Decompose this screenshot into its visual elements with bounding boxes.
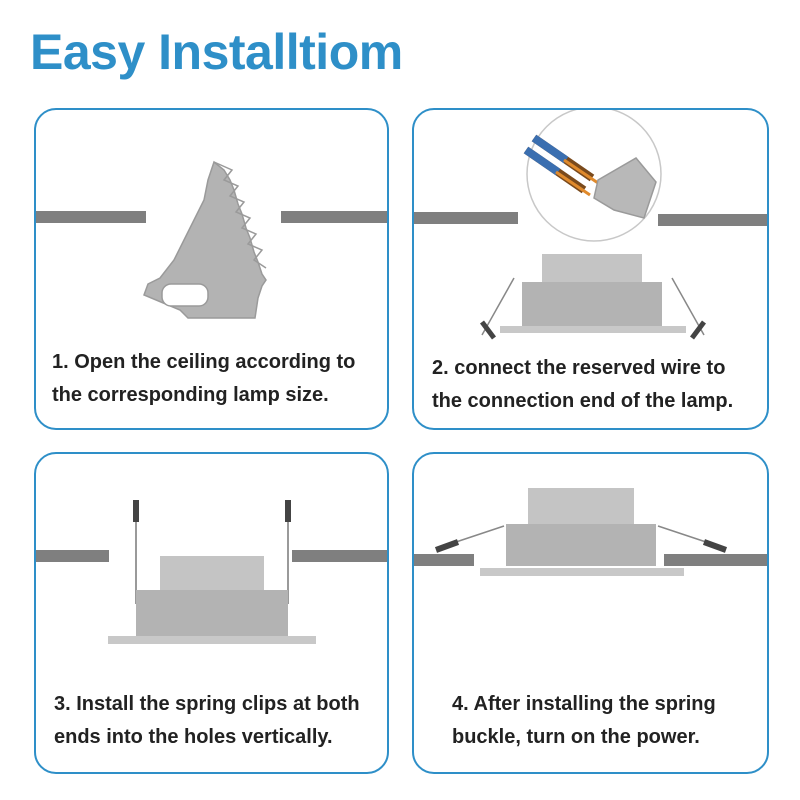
step-2-caption: 2. connect the reserved wire to the conn… bbox=[432, 352, 733, 418]
ceiling-left bbox=[36, 550, 109, 562]
ceiling-right bbox=[292, 550, 387, 562]
wire-connector-icon bbox=[523, 110, 662, 242]
lamp-body bbox=[506, 524, 656, 566]
ceiling-left bbox=[36, 211, 146, 223]
step-3-line-2: ends into the holes vertically. bbox=[54, 726, 333, 748]
saw-icon bbox=[143, 160, 267, 319]
step-4-line-1: 4. After installing the spring bbox=[452, 693, 716, 715]
ceiling-right bbox=[658, 214, 767, 226]
step-3-line-1: 3. Install the spring clips at both bbox=[54, 693, 360, 715]
step-2-panel: 2. connect the reserved wire to the conn… bbox=[412, 108, 769, 430]
wire-connection-illustration bbox=[414, 110, 767, 340]
lamp-body bbox=[136, 590, 288, 636]
ceiling-left bbox=[414, 212, 518, 224]
lamp-installed-illustration bbox=[414, 488, 767, 576]
step-3-panel: 3. Install the spring clips at both ends… bbox=[34, 452, 389, 774]
step-4-line-2: buckle, turn on the power. bbox=[452, 726, 700, 748]
step-3-caption: 3. Install the spring clips at both ends… bbox=[54, 688, 360, 754]
saw-illustration bbox=[36, 160, 387, 319]
step-2-line-1: 2. connect the reserved wire to bbox=[432, 357, 726, 379]
step-4-caption: 4. After installing the spring buckle, t… bbox=[452, 688, 716, 754]
page-title: Easy Installtiom bbox=[30, 24, 403, 80]
spring-clips-illustration bbox=[36, 500, 387, 644]
lamp-trim bbox=[500, 326, 686, 333]
step-1-line-1: 1. Open the ceiling according to bbox=[52, 351, 356, 373]
lamp-trim bbox=[480, 568, 684, 576]
spring-clips-vertical-icon bbox=[133, 500, 291, 604]
step-1-caption: 1. Open the ceiling according to the cor… bbox=[52, 346, 355, 412]
lamp-top bbox=[160, 556, 264, 590]
step-1-line-2: the corresponding lamp size. bbox=[52, 384, 329, 406]
ceiling-right bbox=[664, 554, 767, 566]
step-2-line-2: the connection end of the lamp. bbox=[432, 390, 734, 412]
ceiling-left bbox=[414, 554, 474, 566]
lamp-trim bbox=[108, 636, 316, 644]
lamp-top bbox=[528, 488, 634, 524]
lamp-installed-icon bbox=[434, 488, 728, 576]
step-1-panel: 1. Open the ceiling according to the cor… bbox=[34, 108, 389, 430]
step-4-panel: 4. After installing the spring buckle, t… bbox=[412, 452, 769, 774]
ceiling-right bbox=[281, 211, 387, 223]
lamp-body bbox=[522, 282, 662, 328]
